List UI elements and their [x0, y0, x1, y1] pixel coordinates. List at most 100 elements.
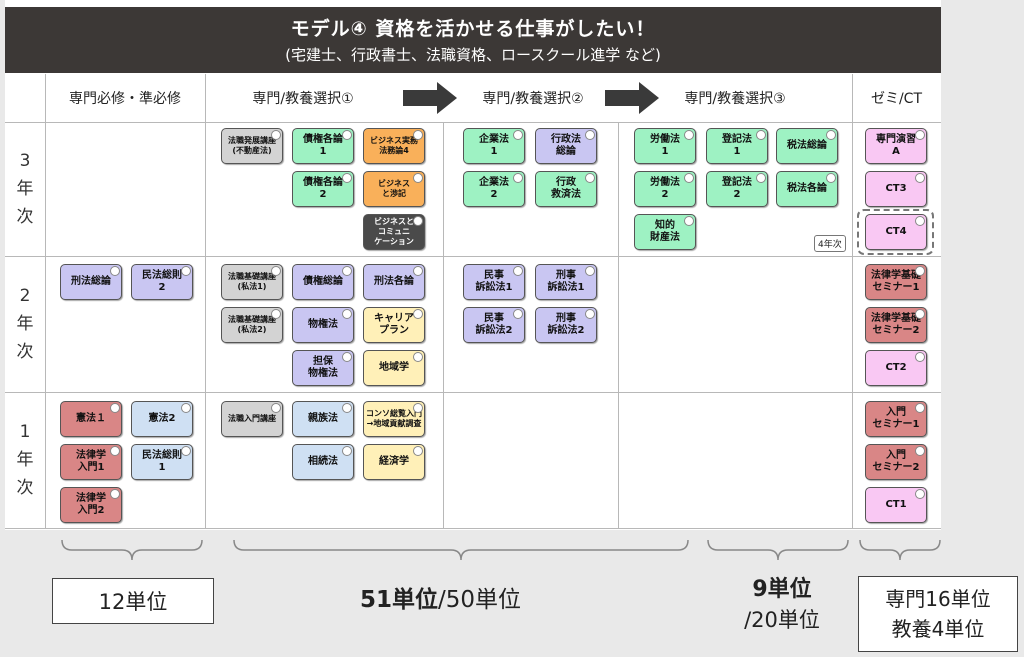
- checkbox-icon[interactable]: [271, 403, 281, 413]
- course-box[interactable]: 経済学: [363, 444, 425, 480]
- course-box[interactable]: 相続法: [292, 444, 354, 480]
- course-box[interactable]: ビジネスとコミュニケーション: [363, 214, 425, 250]
- course-box[interactable]: 物権法: [292, 307, 354, 343]
- checkbox-icon[interactable]: [826, 130, 836, 140]
- course-box[interactable]: 法職基礎講座(私法2): [221, 307, 283, 343]
- checkbox-icon[interactable]: [915, 446, 925, 456]
- course-box[interactable]: ビジネスと渉記: [363, 171, 425, 207]
- checkbox-icon[interactable]: [513, 309, 523, 319]
- checkbox-icon[interactable]: [915, 173, 925, 183]
- course-box[interactable]: CT2: [865, 350, 927, 386]
- course-box[interactable]: 刑事訴訟法2: [535, 307, 597, 343]
- course-box[interactable]: 刑法各論: [363, 264, 425, 300]
- checkbox-icon[interactable]: [756, 130, 766, 140]
- course-box[interactable]: コンソ総覧入門→地域貢献調査: [363, 401, 425, 437]
- course-box[interactable]: 税法総論: [776, 128, 838, 164]
- checkbox-icon[interactable]: [413, 173, 423, 183]
- course-box[interactable]: 法職基礎講座(私法1): [221, 264, 283, 300]
- course-box[interactable]: ビジネス実務法務論4: [363, 128, 425, 164]
- checkbox-icon[interactable]: [342, 130, 352, 140]
- checkbox-icon[interactable]: [181, 266, 191, 276]
- checkbox-icon[interactable]: [915, 489, 925, 499]
- checkbox-icon[interactable]: [915, 352, 925, 362]
- checkbox-icon[interactable]: [915, 403, 925, 413]
- checkbox-icon[interactable]: [271, 266, 281, 276]
- checkbox-icon[interactable]: [413, 130, 423, 140]
- course-box[interactable]: 民事訴訟法1: [463, 264, 525, 300]
- checkbox-icon[interactable]: [513, 266, 523, 276]
- checkbox-icon[interactable]: [915, 130, 925, 140]
- checkbox-icon[interactable]: [413, 352, 423, 362]
- checkbox-icon[interactable]: [342, 173, 352, 183]
- course-box[interactable]: 法律学基礎セミナー1: [865, 264, 927, 300]
- course-box[interactable]: CT4: [865, 214, 927, 250]
- course-box[interactable]: 法職入門講座: [221, 401, 283, 437]
- checkbox-icon[interactable]: [915, 216, 925, 226]
- checkbox-icon[interactable]: [413, 446, 423, 456]
- checkbox-icon[interactable]: [585, 266, 595, 276]
- course-box[interactable]: CT1: [865, 487, 927, 523]
- checkbox-icon[interactable]: [110, 446, 120, 456]
- course-box[interactable]: 法律学入門2: [60, 487, 122, 523]
- checkbox-icon[interactable]: [271, 130, 281, 140]
- checkbox-icon[interactable]: [684, 173, 694, 183]
- course-box[interactable]: 入門セミナー1: [865, 401, 927, 437]
- course-box[interactable]: 債権総論: [292, 264, 354, 300]
- checkbox-icon[interactable]: [271, 309, 281, 319]
- course-box[interactable]: 法律学基礎セミナー2: [865, 307, 927, 343]
- checkbox-icon[interactable]: [110, 403, 120, 413]
- course-box[interactable]: 地域学: [363, 350, 425, 386]
- checkbox-icon[interactable]: [915, 266, 925, 276]
- checkbox-icon[interactable]: [181, 446, 191, 456]
- course-box[interactable]: 税法各論: [776, 171, 838, 207]
- course-box[interactable]: 入門セミナー2: [865, 444, 927, 480]
- checkbox-icon[interactable]: [342, 352, 352, 362]
- checkbox-icon[interactable]: [413, 266, 423, 276]
- course-box[interactable]: 担保物権法: [292, 350, 354, 386]
- course-box[interactable]: 行政救済法: [535, 171, 597, 207]
- checkbox-icon[interactable]: [585, 173, 595, 183]
- checkbox-icon[interactable]: [342, 446, 352, 456]
- course-box[interactable]: 民事訴訟法2: [463, 307, 525, 343]
- course-box[interactable]: 法職発展講座(不動産法): [221, 128, 283, 164]
- checkbox-icon[interactable]: [413, 403, 423, 413]
- checkbox-icon[interactable]: [585, 309, 595, 319]
- course-box[interactable]: 刑法総論: [60, 264, 122, 300]
- checkbox-icon[interactable]: [585, 130, 595, 140]
- course-box[interactable]: 憲法１: [60, 401, 122, 437]
- course-box[interactable]: 刑事訴訟法1: [535, 264, 597, 300]
- checkbox-icon[interactable]: [915, 309, 925, 319]
- course-box[interactable]: 法律学入門1: [60, 444, 122, 480]
- course-box[interactable]: 知的財産法: [634, 214, 696, 250]
- checkbox-icon[interactable]: [684, 130, 694, 140]
- course-box[interactable]: CT3: [865, 171, 927, 207]
- checkbox-icon[interactable]: [756, 173, 766, 183]
- course-box[interactable]: 行政法総論: [535, 128, 597, 164]
- checkbox-icon[interactable]: [342, 309, 352, 319]
- checkbox-icon[interactable]: [684, 216, 694, 226]
- checkbox-icon[interactable]: [513, 173, 523, 183]
- course-box[interactable]: 憲法2: [131, 401, 193, 437]
- course-box[interactable]: キャリアプラン: [363, 307, 425, 343]
- checkbox-icon[interactable]: [826, 173, 836, 183]
- checkbox-icon[interactable]: [342, 403, 352, 413]
- checkbox-icon[interactable]: [110, 266, 120, 276]
- checkbox-icon[interactable]: [513, 130, 523, 140]
- checkbox-icon[interactable]: [413, 216, 423, 226]
- course-box[interactable]: 親族法: [292, 401, 354, 437]
- checkbox-icon[interactable]: [181, 403, 191, 413]
- checkbox-icon[interactable]: [413, 309, 423, 319]
- checkbox-icon[interactable]: [342, 266, 352, 276]
- checkbox-icon[interactable]: [110, 489, 120, 499]
